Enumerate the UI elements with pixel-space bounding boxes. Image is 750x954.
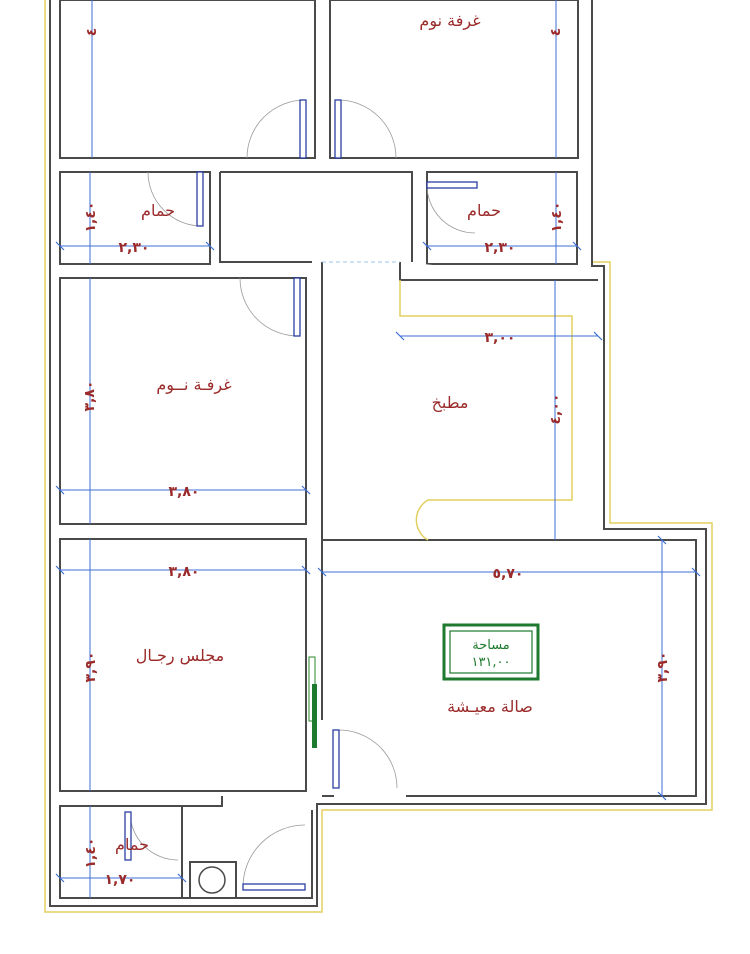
- dim-majlis-v: ٣,٩٠: [83, 652, 99, 683]
- room-label-bath-right: حمام: [467, 201, 501, 220]
- dim-majlis-h: ٣,٨٠: [169, 564, 200, 580]
- doors: [124, 99, 478, 891]
- dim-living-h: ٥,٧٠: [493, 566, 524, 582]
- dim-bedroom-v: ٣,٨٠: [82, 381, 98, 412]
- room-bath-bottom: [59, 805, 183, 899]
- dimension-lines: [55, 0, 701, 898]
- dim-bath-bottom-v: ١,٤٠: [83, 838, 99, 869]
- dim-bath-bottom-h: ١,٧٠: [105, 872, 136, 888]
- room-label-kitchen: مطبخ: [432, 393, 469, 413]
- kitchen-counter: [399, 280, 573, 541]
- room-label-majlis: مجلس رجـال: [136, 646, 224, 666]
- outer-outline: [44, 0, 713, 913]
- room-top-left: [59, 0, 316, 159]
- dim-top-right-v: ٤: [548, 28, 564, 37]
- area-label: مساحة: [472, 638, 510, 653]
- room-bedroom: [59, 277, 307, 525]
- water-heater: [189, 861, 237, 899]
- room-label-living: صالة معيـشة: [447, 697, 533, 716]
- dim-bath-left-v: ١,٤٠: [83, 202, 99, 233]
- room-majlis: [59, 538, 307, 792]
- dim-bath-left-h: ٢,٣٠: [119, 240, 150, 256]
- dim-kitchen-h: ٣,٠٠: [485, 330, 516, 346]
- sliding-door-panel: [312, 684, 317, 748]
- room-top-right: [329, 0, 579, 159]
- water-heater-icon: [198, 866, 226, 894]
- room-label-top-bedroom: غرفة نوم: [419, 11, 480, 31]
- dim-bedroom-h: ٣,٨٠: [169, 484, 200, 500]
- room-label-bedroom: غرفـة نــوم: [156, 375, 231, 395]
- room-label-bath-bottom: حمام: [115, 835, 149, 854]
- dim-living-v: ٣,٩٠: [655, 652, 671, 683]
- room-bath-left: [59, 171, 211, 265]
- dim-bath-right-h: ٢,٣٠: [485, 240, 516, 256]
- area-value: ١٣١,٠٠: [471, 655, 510, 670]
- room-label-bath-left: حمام: [141, 201, 175, 220]
- dim-top-left-v: ٤: [84, 28, 100, 37]
- dim-kitchen-v: ٤,٠٠: [548, 394, 564, 425]
- area-box: مساحة ١٣١,٠٠: [442, 623, 540, 681]
- dim-bath-right-v: ١,٤٠: [549, 202, 565, 233]
